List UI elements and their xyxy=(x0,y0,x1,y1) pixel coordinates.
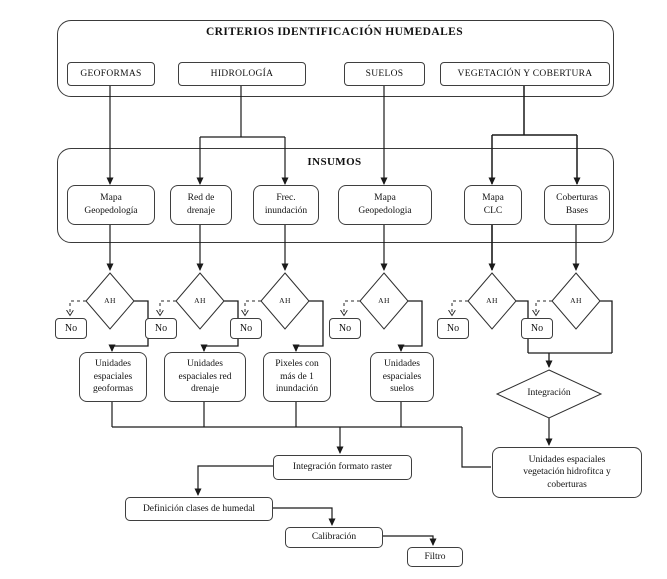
no-box-4: No xyxy=(329,318,361,339)
result-box-vegetacion-coberturas: Unidades espaciales vegetación hidrofitc… xyxy=(492,447,642,498)
result-box-unidades-geoformas: Unidades espaciales geoformas xyxy=(79,352,147,402)
criteria-box-geoformas: GEOFORMAS xyxy=(67,62,155,86)
input-box-red-drenaje: Red de drenaje xyxy=(170,185,232,225)
page-title: CRITERIOS IDENTIFICACIÓN HUMEDALES xyxy=(205,26,464,38)
criteria-box-vegetacion: VEGETACIÓN Y COBERTURA xyxy=(440,62,610,86)
process-box-calibracion: Calibración xyxy=(285,527,383,548)
process-box-definicion-clases: Definición clases de humedal xyxy=(125,497,273,521)
no-box-2: No xyxy=(145,318,177,339)
decision-diamond-label-2: AH xyxy=(194,296,206,305)
process-box-filtro: Filtro xyxy=(407,547,463,567)
decision-diamond-shapes xyxy=(85,272,603,419)
integration-diamond-label: Integración xyxy=(527,388,571,398)
decision-diamond-label-4: AH xyxy=(378,296,390,305)
integration-diamond-shape xyxy=(495,369,603,419)
decision-diamond-label-1: AH xyxy=(104,296,116,305)
no-box-3: No xyxy=(230,318,262,339)
criteria-container xyxy=(57,20,614,97)
input-box-mapa-clc: Mapa CLC xyxy=(464,185,522,225)
decision-diamond-label-5: AH xyxy=(486,296,498,305)
decision-diamond-label-3: AH xyxy=(279,296,291,305)
input-box-mapa-geopedologia-1: Mapa Geopedología xyxy=(67,185,155,225)
input-to-decision-connectors xyxy=(106,223,580,271)
input-box-frec-inundacion: Frec. inundación xyxy=(253,185,319,225)
decision-to-result-connectors xyxy=(108,300,613,368)
insumos-container xyxy=(57,148,614,243)
input-box-mapa-geopedologia-2: Mapa Geopedologia xyxy=(338,185,432,225)
no-box-6: No xyxy=(521,318,553,339)
criteria-box-hidrologia: HIDROLOGÍA xyxy=(178,62,306,86)
criteria-box-suelos: SUELOS xyxy=(344,62,425,86)
result-box-unidades-red-drenaje: Unidades espaciales red drenaje xyxy=(164,352,246,402)
input-box-coberturas-bases: Coberturas Bases xyxy=(544,185,610,225)
process-box-integracion-raster: Integración formato raster xyxy=(273,455,412,480)
result-box-unidades-suelos: Unidades espaciales suelos xyxy=(370,352,434,402)
decision-diamond-label-6: AH xyxy=(570,296,582,305)
integration-connectors xyxy=(194,418,553,546)
no-branch-connectors xyxy=(70,300,552,315)
merge-connectors xyxy=(111,400,491,468)
no-box-1: No xyxy=(55,318,87,339)
insumos-title: INSUMOS xyxy=(307,156,362,168)
no-box-5: No xyxy=(437,318,469,339)
criteria-to-input-connectors xyxy=(106,85,581,185)
result-box-pixeles-inundacion: Pixeles con más de 1 inundación xyxy=(263,352,331,402)
